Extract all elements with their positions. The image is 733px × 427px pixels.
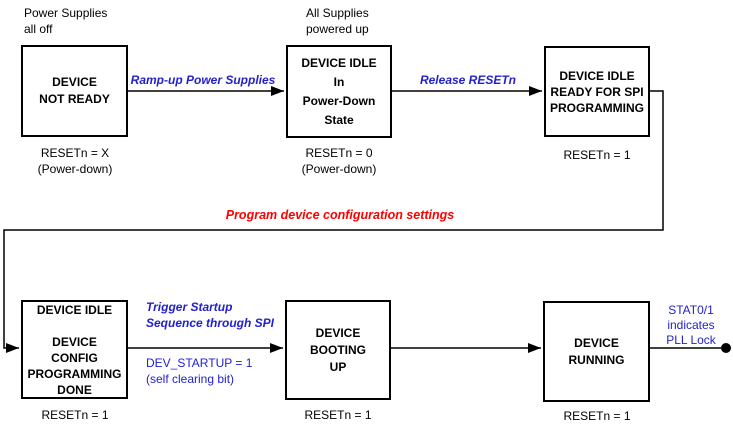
state-box-device-idle-ready-spi: DEVICE IDLE READY FOR SPI PROGRAMMING bbox=[544, 46, 650, 137]
note-power-supplies-all-off: Power Supplies all off bbox=[24, 6, 108, 36]
transition-label-program-device-configuration: Program device configuration settings bbox=[225, 208, 455, 222]
transition-label-dev-startup-bit: DEV_STARTUP = 1 (self clearing bit) bbox=[146, 356, 253, 386]
note-resetn-1-ready-spi: RESETn = 1 bbox=[563, 148, 631, 162]
state-box-device-running: DEVICE RUNNING bbox=[543, 301, 650, 402]
transition-label-trigger-startup-sequence: Trigger Startup Sequence through SPI bbox=[146, 300, 275, 330]
transition-label-release-resetn: Release RESETn bbox=[419, 73, 517, 87]
note-resetn-1-booting: RESETn = 1 bbox=[304, 408, 372, 422]
note-resetn-1-config-done: RESETn = 1 bbox=[41, 408, 109, 422]
state-box-device-not-ready: DEVICE NOT READY bbox=[21, 45, 128, 137]
state-box-device-booting-up: DEVICE BOOTING UP bbox=[285, 300, 391, 400]
state-box-device-idle-power-down: DEVICE IDLE In Power-Down State bbox=[286, 45, 392, 138]
note-resetn-0-power-down: RESETn = 0 (Power-down) bbox=[301, 146, 377, 176]
transition-label-ramp-up-power-supplies: Ramp-up Power Supplies bbox=[130, 73, 276, 87]
note-resetn-1-running: RESETn = 1 bbox=[563, 409, 631, 423]
note-resetn-x-power-down: RESETn = X (Power-down) bbox=[37, 146, 113, 176]
state-box-device-config-programming-done: DEVICE IDLE DEVICE CONFIG PROGRAMMING DO… bbox=[21, 300, 128, 399]
note-stat01-pll-lock: STAT0/1 indicates PLL Lock bbox=[666, 303, 716, 347]
note-all-supplies-powered-up: All Supplies powered up bbox=[306, 6, 369, 36]
